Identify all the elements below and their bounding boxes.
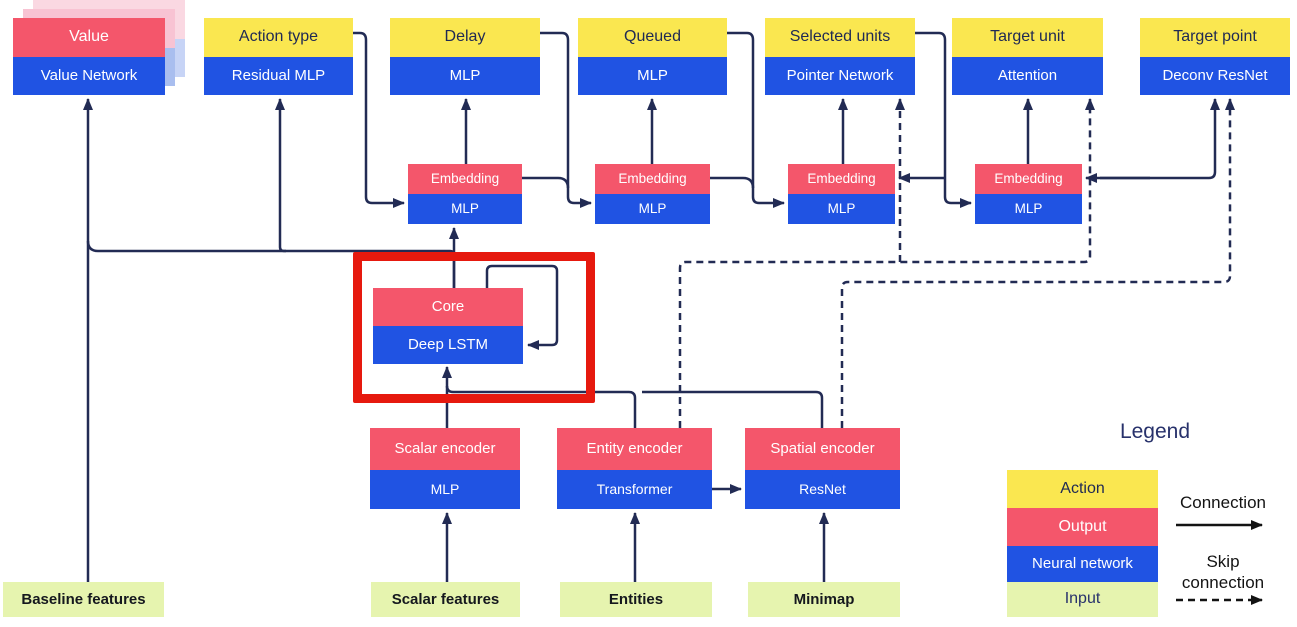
conn-embedding2-out bbox=[710, 176, 755, 189]
input-minimap: Minimap bbox=[748, 582, 900, 617]
spatial-encoder-label: Spatial encoder bbox=[745, 428, 900, 470]
node-spatial-encoder: Spatial encoder ResNet bbox=[745, 428, 900, 509]
legend-item-input: Input bbox=[1007, 582, 1158, 617]
embedding2-mlp-label: MLP bbox=[595, 194, 710, 224]
embedding3-label: Embedding bbox=[788, 164, 895, 194]
node-value: Value Value Network bbox=[13, 18, 165, 95]
embedding3-mlp-label: MLP bbox=[788, 194, 895, 224]
target-unit-label: Target unit bbox=[952, 18, 1103, 57]
legend-item-neural-network: Neural network bbox=[1007, 546, 1158, 582]
legend-skip-line2: connection bbox=[1181, 573, 1265, 593]
legend-swatches: Action Output Neural network Input bbox=[1007, 470, 1158, 617]
node-embedding-2: Embedding MLP bbox=[595, 164, 710, 224]
skip-entity-to-attention bbox=[678, 98, 1095, 428]
input-entities: Entities bbox=[560, 582, 712, 617]
node-core: Core Deep LSTM bbox=[373, 288, 523, 364]
node-delay: Delay MLP bbox=[390, 18, 540, 95]
scalar-features-label: Scalar features bbox=[391, 591, 500, 608]
node-target-point: Target point Deconv ResNet bbox=[1140, 18, 1290, 95]
attention-label: Attention bbox=[952, 57, 1103, 95]
legend-item-output: Output bbox=[1007, 508, 1158, 546]
value-network-label: Value Network bbox=[13, 57, 165, 95]
node-embedding-3: Embedding MLP bbox=[788, 164, 895, 224]
node-target-unit: Target unit Attention bbox=[952, 18, 1103, 95]
node-selected-units: Selected units Pointer Network bbox=[765, 18, 915, 95]
deconv-resnet-label: Deconv ResNet bbox=[1140, 57, 1290, 95]
conn-embedding1-out bbox=[522, 176, 570, 189]
conn-core-to-value-network bbox=[86, 240, 286, 253]
node-entity-encoder: Entity encoder Transformer bbox=[557, 428, 712, 509]
node-embedding-4: Embedding MLP bbox=[975, 164, 1082, 224]
node-scalar-encoder: Scalar encoder MLP bbox=[370, 428, 520, 509]
selected-units-label: Selected units bbox=[765, 18, 915, 57]
entities-label: Entities bbox=[608, 591, 664, 608]
minimap-label: Minimap bbox=[793, 591, 855, 608]
pointer-network-label: Pointer Network bbox=[765, 57, 915, 95]
delay-label: Delay bbox=[390, 18, 540, 57]
conn-selected-units-to-embedding4 bbox=[915, 31, 972, 208]
queued-label: Queued bbox=[578, 18, 727, 57]
skip-spatial-to-deconv-resnet bbox=[840, 98, 1235, 428]
conn-action-type-to-embedding1 bbox=[353, 31, 405, 208]
conn-core-self-loop bbox=[485, 264, 559, 350]
deep-lstm-label: Deep LSTM bbox=[373, 326, 523, 364]
embedding1-mlp-label: MLP bbox=[408, 194, 522, 224]
conn-up-to-deconv-resnet bbox=[1100, 98, 1220, 180]
node-embedding-1: Embedding MLP bbox=[408, 164, 522, 224]
conn-spatial-encoder-to-core bbox=[642, 390, 824, 428]
core-label: Core bbox=[373, 288, 523, 326]
embedding1-label: Embedding bbox=[408, 164, 522, 194]
value-output-label: Value bbox=[13, 18, 165, 57]
conn-queued-to-embedding3 bbox=[727, 31, 785, 208]
scalar-encoder-mlp-label: MLP bbox=[370, 470, 520, 509]
transformer-label: Transformer bbox=[557, 470, 712, 509]
queued-mlp-label: MLP bbox=[578, 57, 727, 95]
target-point-label: Target point bbox=[1140, 18, 1290, 57]
conn-entity-encoder-to-core bbox=[445, 385, 637, 428]
baseline-features-label: Baseline features bbox=[21, 591, 146, 608]
entity-encoder-label: Entity encoder bbox=[557, 428, 712, 470]
residual-mlp-label: Residual MLP bbox=[204, 57, 353, 95]
embedding4-label: Embedding bbox=[975, 164, 1082, 194]
embedding2-label: Embedding bbox=[595, 164, 710, 194]
delay-mlp-label: MLP bbox=[390, 57, 540, 95]
action-type-label: Action type bbox=[204, 18, 353, 57]
node-queued: Queued MLP bbox=[578, 18, 727, 95]
legend-title: Legend bbox=[1119, 420, 1191, 443]
input-scalar-features: Scalar features bbox=[371, 582, 520, 617]
legend-item-action: Action bbox=[1007, 470, 1158, 508]
conn-delay-to-embedding2 bbox=[540, 31, 592, 208]
resnet-label: ResNet bbox=[745, 470, 900, 509]
embedding4-mlp-label: MLP bbox=[975, 194, 1082, 224]
legend-skip-line1: Skip bbox=[1206, 552, 1240, 571]
scalar-encoder-label: Scalar encoder bbox=[370, 428, 520, 470]
legend-connection-label: Connection bbox=[1179, 493, 1266, 512]
input-baseline-features: Baseline features bbox=[3, 582, 164, 617]
core-highlight-box bbox=[353, 252, 595, 403]
legend-skip-connection-label: Skip connection bbox=[1168, 551, 1278, 594]
node-action-type: Action type Residual MLP bbox=[204, 18, 353, 95]
